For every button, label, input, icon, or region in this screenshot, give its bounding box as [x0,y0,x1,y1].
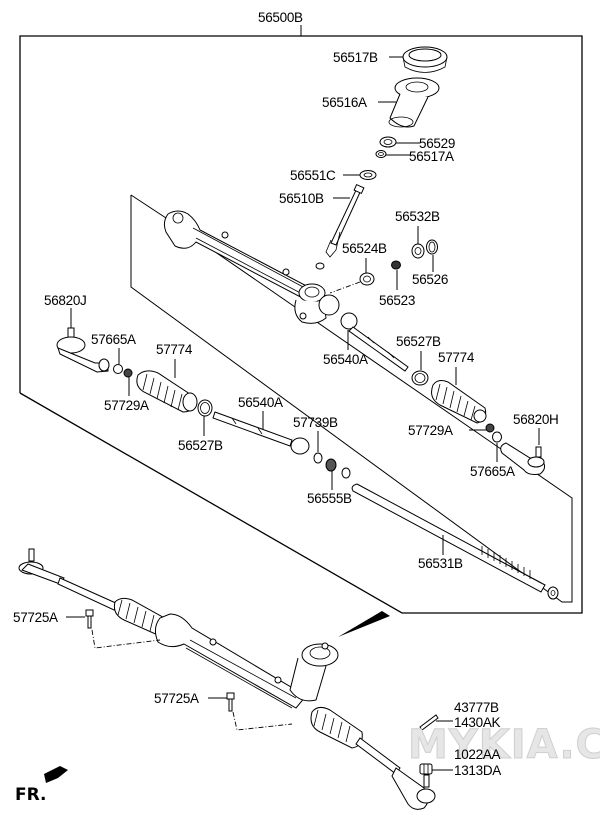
bearing-56532B [411,243,425,259]
clamp-56527B-right [411,370,429,386]
part-label-56531B[interactable]: 56531B [418,556,463,571]
part-label-56532B[interactable]: 56532B [395,209,440,224]
part-label-57665A-left[interactable]: 57665A [91,332,136,347]
part-label-57729A-left[interactable]: 57729A [104,398,149,413]
part-label-56540A-upper[interactable]: 56540A [323,352,368,367]
rack-housing [163,210,340,324]
nut-56555B [325,458,337,472]
part-label-57774-right[interactable]: 57774 [438,350,475,365]
part-label-56820J[interactable]: 56820J [44,293,87,308]
nut-56517A [375,150,387,158]
boot-57774-left [136,370,198,413]
boot-57774-right [431,380,487,424]
part-label-56551C[interactable]: 56551C [290,168,336,183]
bearing-cap-56517B [402,46,448,73]
inner-tie-rod-left [212,411,310,455]
part-label-56820H[interactable]: 56820H [513,412,559,427]
bolt-57725A-upper [85,609,94,629]
tie-rod-end-56820J [56,327,110,373]
assembled-steering-gear [18,548,436,810]
part-label-57725A-lower[interactable]: 57725A [154,691,199,706]
nut-57665A-left [113,364,123,374]
pinion-shaft-56510B [315,183,365,270]
assembly-dash-line [329,281,361,294]
front-direction-label: FR. [15,785,46,805]
part-label-56527B-lower[interactable]: 56527B [178,438,223,453]
part-label-1430AK[interactable]: 1430AK [454,715,501,730]
sub-assembly-frame [130,194,573,603]
watermark: MYKIA.CLUB [408,722,600,768]
assembly-dash-line [91,629,161,649]
part-label-43777B[interactable]: 43777B [454,700,499,715]
lock-washer-57729A-right [485,423,495,433]
assembly-part-number[interactable]: 56500B [258,10,303,25]
nut-56523 [391,260,401,270]
part-label-56540A-lower[interactable]: 56540A [238,395,283,410]
part-label-57725A-upper[interactable]: 57725A [13,610,58,625]
washer-rack-end [547,586,559,600]
assembly-frame [19,35,583,614]
front-arrow-icon [44,766,68,783]
pinion-housing-56516A [388,77,440,128]
part-label-56523[interactable]: 56523 [379,293,415,308]
washer-57739B [313,452,323,464]
assembly-pointer-icon [338,611,390,637]
o-ring-56526 [426,239,438,255]
part-label-57665A-right[interactable]: 57665A [470,464,515,479]
part-label-1313DA[interactable]: 1313DA [454,763,502,778]
clamp-56527B-left [197,399,213,417]
nut-57665A-right [492,431,502,443]
part-label-56529[interactable]: 56529 [419,136,455,151]
part-label-1022AA[interactable]: 1022AA [454,747,501,762]
inner-tie-rod-right [340,312,409,372]
part-label-57739B[interactable]: 57739B [293,415,338,430]
yoke-56524B [359,272,375,286]
assembly-dash-line [232,711,293,731]
seal-56551C [359,170,377,180]
seal-56529 [379,136,397,148]
ring-56555B [341,467,351,479]
bolt-57725A-lower [226,692,235,712]
part-label-57729A-right[interactable]: 57729A [408,423,453,438]
part-label-56517B[interactable]: 56517B [333,50,378,65]
tie-rod-end-56820H [500,442,546,475]
part-label-56555B[interactable]: 56555B [307,491,352,506]
cotter-pin [419,714,439,731]
part-label-57774-left[interactable]: 57774 [156,342,193,357]
part-label-56524B[interactable]: 56524B [342,241,387,256]
part-label-56516A[interactable]: 56516A [322,95,367,110]
part-label-56527B-upper[interactable]: 56527B [396,334,441,349]
part-label-56510B[interactable]: 56510B [279,191,324,206]
part-label-56526[interactable]: 56526 [412,272,448,287]
lock-washer-57729A-left [123,368,133,378]
castle-nut [419,763,433,775]
rack-56531B [351,483,546,593]
part-label-56517A[interactable]: 56517A [409,149,454,164]
